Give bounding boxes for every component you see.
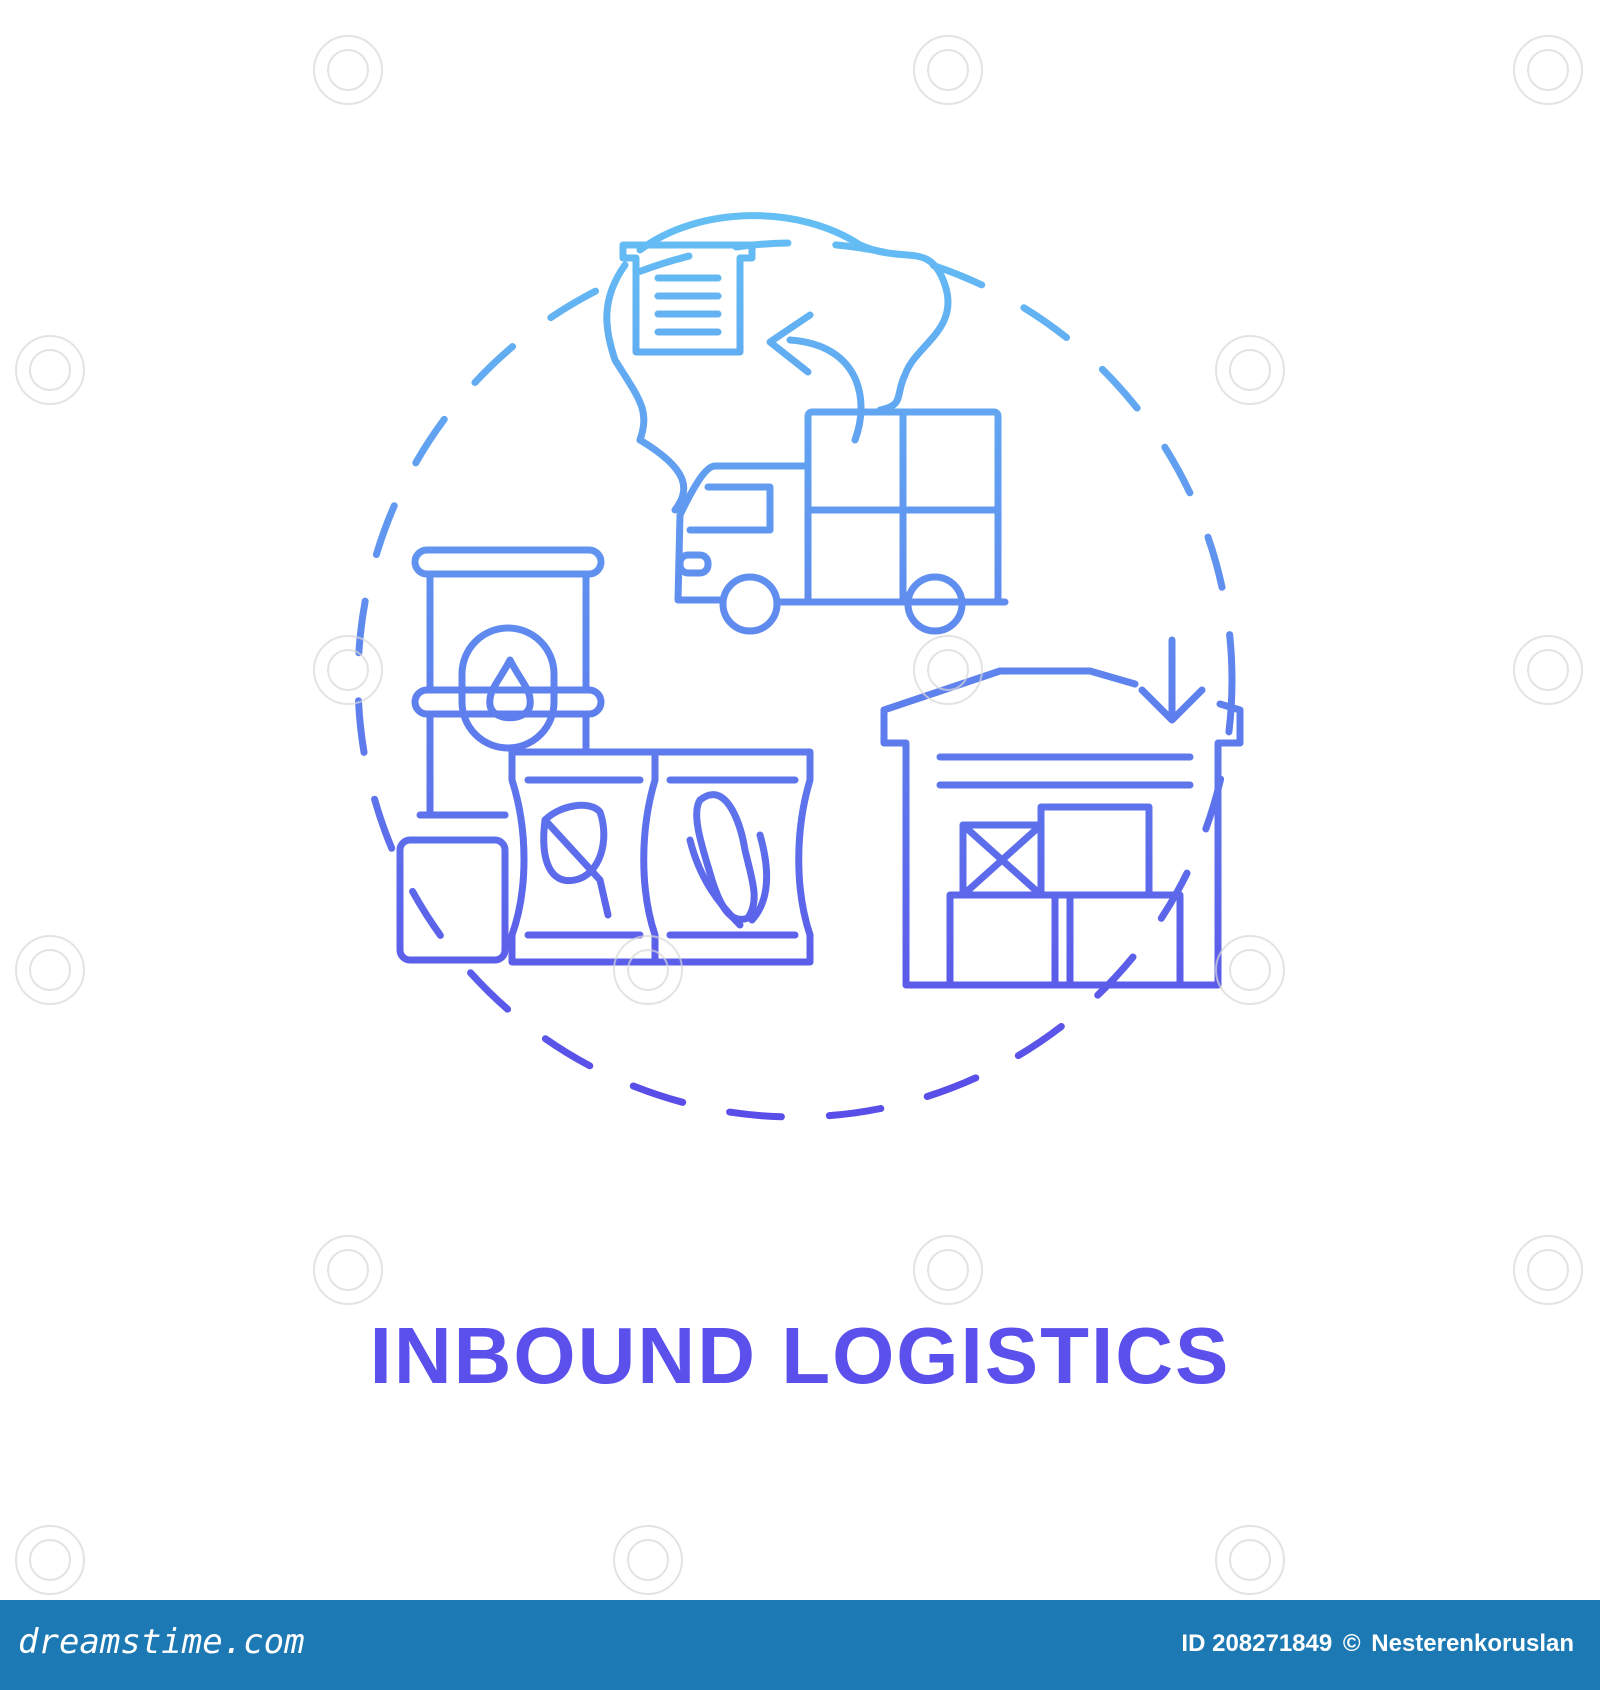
caption-title: INBOUND LOGISTICS [369, 1311, 1231, 1400]
warehouse-thumbnail-icon [619, 241, 756, 356]
route-cloud-outline [603, 212, 952, 514]
oil-barrel-icon [396, 546, 605, 964]
truck-icon [674, 408, 1009, 635]
corn-sack-icon [651, 748, 814, 966]
footer-credit: ID 208271849 © Nesterenkoruslan [1177, 1630, 1574, 1658]
leaf-sack-icon [508, 748, 659, 966]
footer-bar: dreamstime.com ID 208271849 © Nesterenko… [0, 1600, 1600, 1690]
warehouse-icon [880, 667, 1244, 989]
footer-id: ID 208271849 [1181, 1630, 1333, 1657]
curved-arrow-icon [766, 311, 865, 444]
footer-copyright-symbol: © [1342, 1630, 1361, 1657]
footer-brand-logo: dreamstime.com [18, 1622, 305, 1662]
down-arrow-icon [1138, 636, 1206, 724]
inbound-logistics-illustration [354, 212, 1244, 1121]
footer-author: Nesterenkoruslan [1371, 1630, 1574, 1657]
dashed-circle [354, 239, 1236, 1121]
